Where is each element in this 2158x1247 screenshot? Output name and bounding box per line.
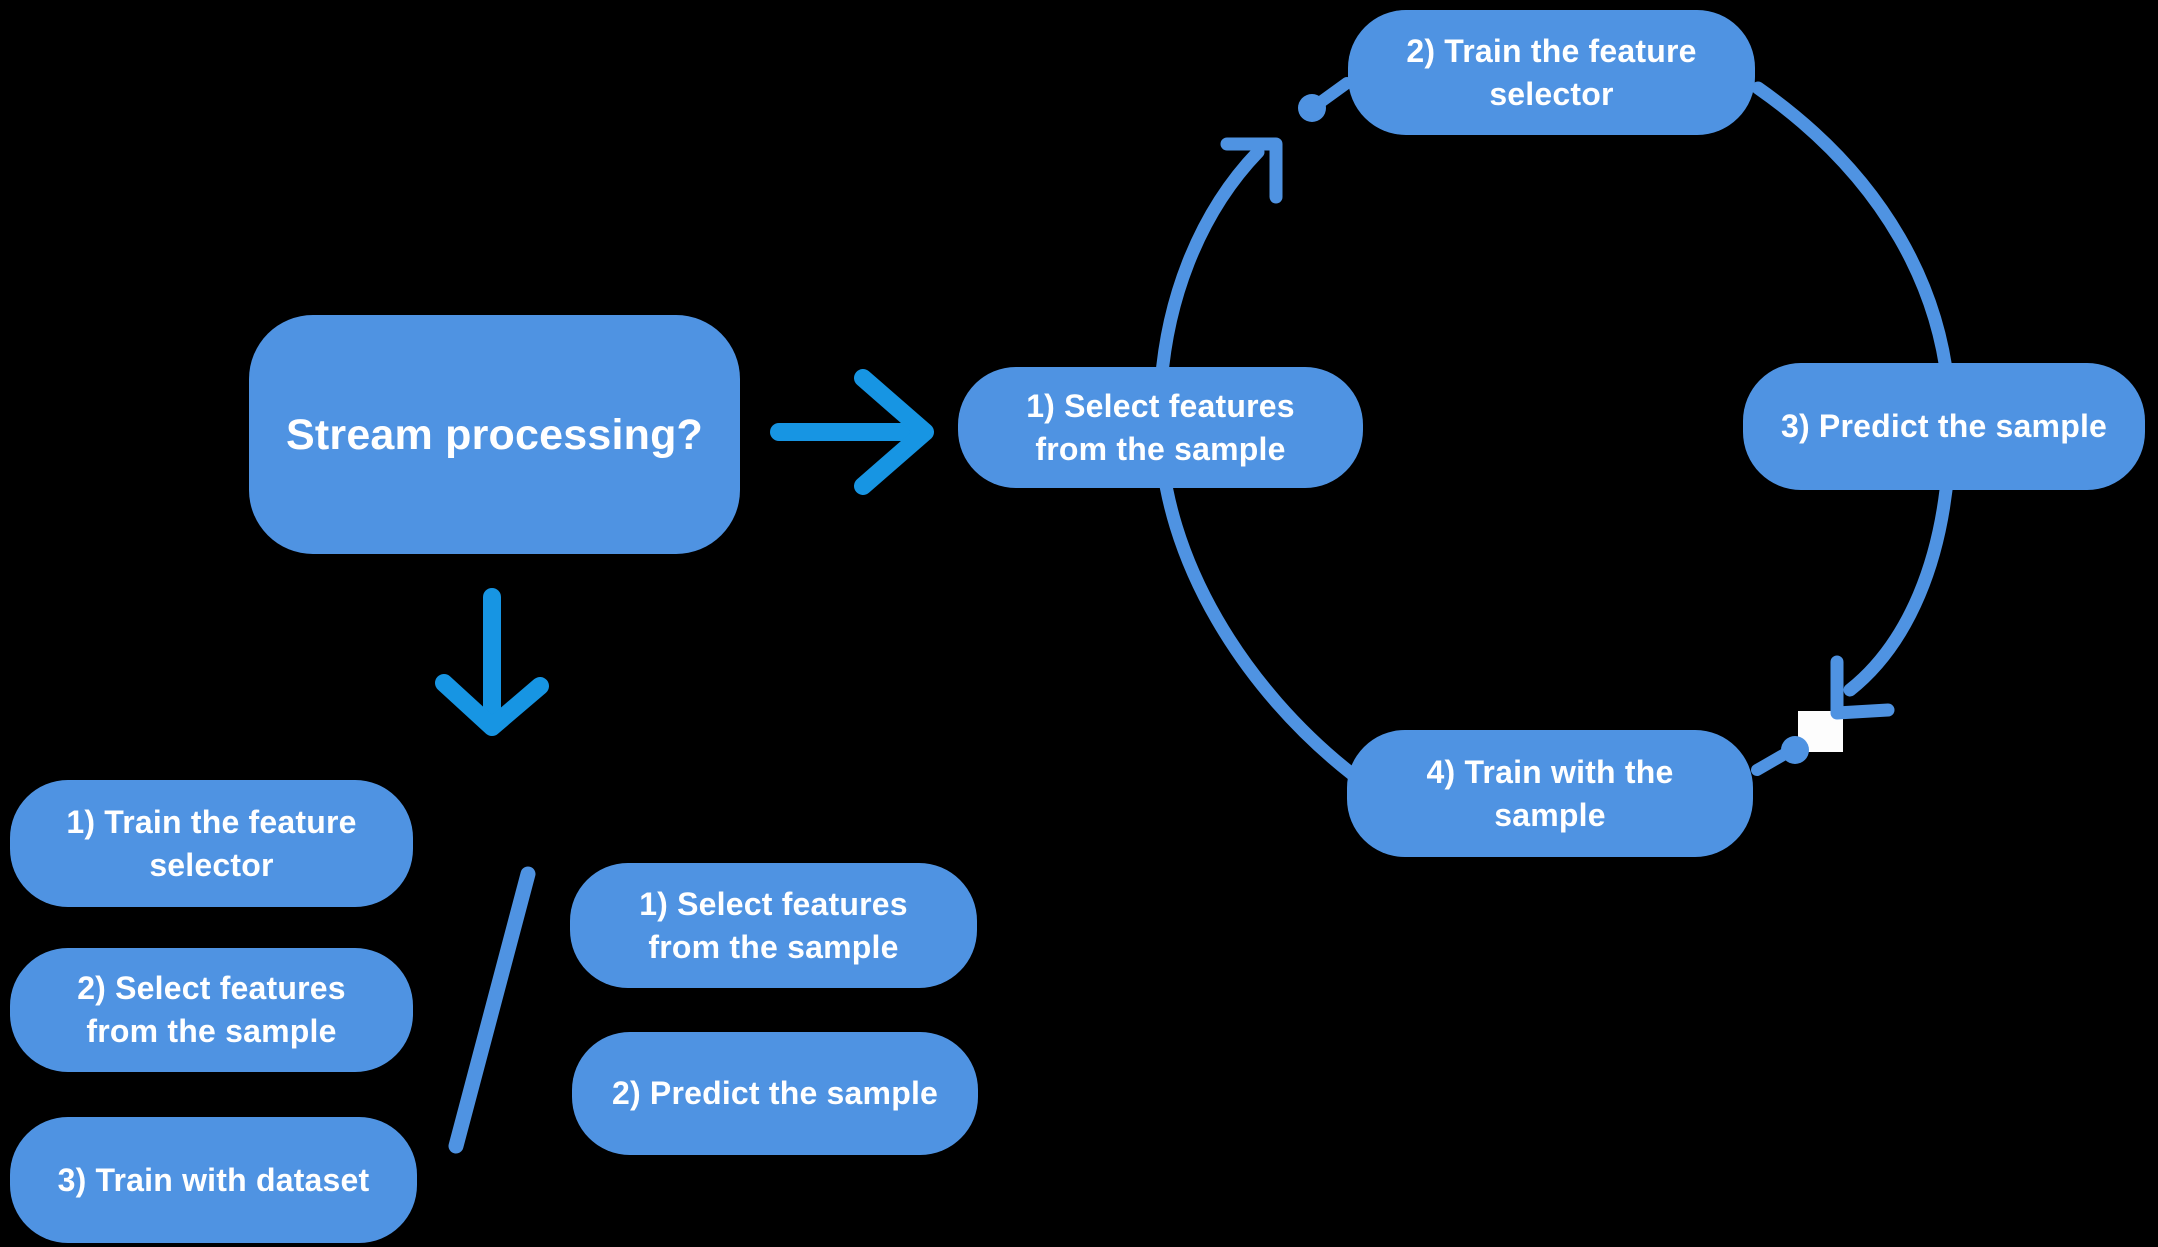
node-stream-processing: Stream processing? bbox=[249, 315, 740, 554]
cycle-step-train-selector-label: 2) Train the feature selector bbox=[1406, 32, 1697, 112]
cycle-end-dot-top bbox=[1298, 94, 1326, 122]
branch-left-item-1: 1) Train the feature selector bbox=[10, 780, 413, 907]
branch-right-item-2: 2) Predict the sample bbox=[572, 1032, 978, 1155]
cycle-step-predict-sample: 3) Predict the sample bbox=[1743, 363, 2145, 490]
cycle-step-train-sample-label: 4) Train with the sample bbox=[1426, 753, 1674, 833]
branch-right-item-1: 1) Select features from the sample bbox=[570, 863, 977, 988]
cycle-step-predict-sample-label: 3) Predict the sample bbox=[1780, 408, 2108, 444]
cycle-end-dot-bottom bbox=[1781, 736, 1809, 764]
cycle-step-select-features: 1) Select features from the sample bbox=[958, 367, 1363, 488]
cycle-step-train-sample: 4) Train with the sample bbox=[1347, 730, 1753, 857]
arrow-right-icon bbox=[854, 369, 934, 495]
arrowhead-up-right-icon bbox=[1220, 137, 1283, 204]
branch-left-item-2-label: 2) Select features from the sample bbox=[77, 970, 346, 1049]
cycle-step-train-selector: 2) Train the feature selector bbox=[1348, 10, 1755, 135]
branch-right-item-1-label: 1) Select features from the sample bbox=[639, 885, 908, 965]
branch-left-item-2: 2) Select features from the sample bbox=[10, 948, 413, 1072]
branch-left-item-3-label: 3) Train with dataset bbox=[57, 1161, 370, 1198]
branch-left-item-1-label: 1) Train the feature selector bbox=[66, 803, 357, 883]
branch-left-item-3: 3) Train with dataset bbox=[10, 1117, 417, 1243]
node-stream-processing-label: Stream processing? bbox=[285, 410, 703, 459]
slash-divider bbox=[448, 866, 536, 1154]
branch-right-item-2-label: 2) Predict the sample bbox=[611, 1075, 939, 1111]
arrow-down-icon bbox=[435, 674, 549, 736]
cycle-step-select-features-label: 1) Select features from the sample bbox=[1026, 387, 1295, 467]
arrowhead-down-left-icon bbox=[1830, 655, 1895, 720]
